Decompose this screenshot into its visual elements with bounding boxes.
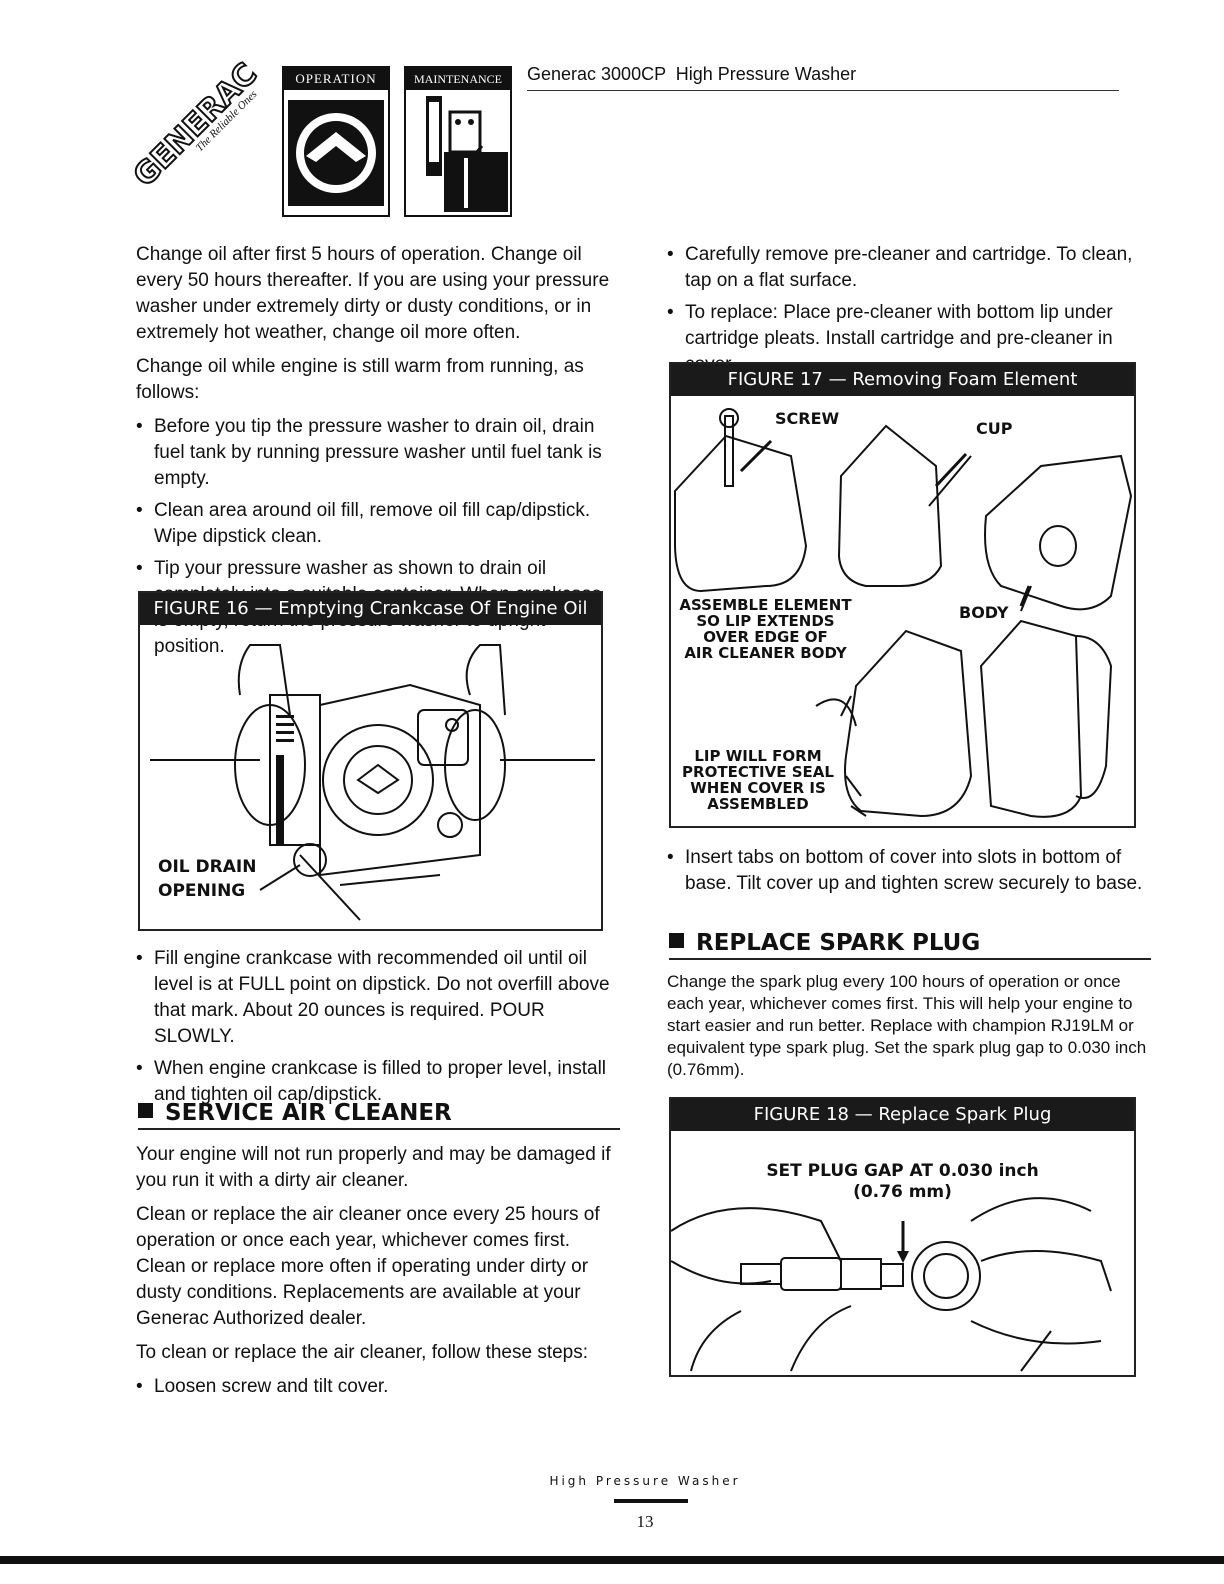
list-item: To replace: Place pre-cleaner with botto… xyxy=(667,300,1153,378)
screw-label: SCREW xyxy=(775,409,840,428)
figure-18-title: FIGURE 18 — Replace Spark Plug xyxy=(671,1099,1134,1131)
label-line: WHEN COVER IS xyxy=(690,779,826,797)
body-label: BODY xyxy=(959,603,1009,622)
operation-tab-label: OPERATION xyxy=(284,68,388,90)
section-service-air-cleaner: SERVICE AIR CLEANER xyxy=(138,1100,620,1130)
right-column: Carefully remove pre-cleaner and cartrid… xyxy=(667,242,1153,384)
list-item: Loosen screw and tilt cover. xyxy=(136,1374,620,1400)
foam-element-illustration xyxy=(674,408,1133,818)
spark-plug-text: Change the spark plug every 100 hours of… xyxy=(667,972,1147,1079)
bottom-border xyxy=(0,1556,1224,1564)
air-cleaner-warning: Your engine will not run properly and ma… xyxy=(136,1144,611,1191)
oil-change-steps-intro: Change oil while engine is still warm fr… xyxy=(136,356,584,403)
header-rule xyxy=(527,90,1119,91)
spark-plug-illustration xyxy=(671,1197,1112,1372)
oil-drain-label-line: OPENING xyxy=(158,881,246,901)
page-number: 13 xyxy=(636,1512,654,1531)
oil-drain-label: OIL DRAIN OPENING xyxy=(158,855,256,903)
air-cleaner-steps-intro: To clean or replace the air cleaner, fol… xyxy=(136,1342,589,1363)
section-bullet-square xyxy=(138,1103,153,1118)
maintenance-tab-label: MAINTENANCE xyxy=(406,68,510,90)
label-line: AIR CLEANER BODY xyxy=(684,644,847,662)
maintenance-icon xyxy=(426,96,508,212)
generac-logo: GENERAC The Reliable Ones xyxy=(126,55,270,200)
cup-label: CUP xyxy=(976,419,1013,438)
label-line: SO LIP EXTENDS xyxy=(696,612,835,630)
list-item: When engine crankcase is filled to prope… xyxy=(136,1056,620,1108)
section-replace-spark-plug: REPLACE SPARK PLUG xyxy=(669,930,1151,960)
oil-drain-label-line: OIL DRAIN xyxy=(158,857,257,877)
label-line: ASSEMBLE ELEMENT xyxy=(679,596,852,614)
section-heading-text: SERVICE AIR CLEANER xyxy=(165,1100,452,1126)
label-line: SET PLUG GAP AT 0.030 inch xyxy=(766,1161,1039,1181)
figure-18: FIGURE 18 — Replace Spark Plug SET PLUG … xyxy=(669,1097,1136,1377)
section-heading-text: REPLACE SPARK PLUG xyxy=(696,930,981,956)
label-line: OVER EDGE OF xyxy=(703,628,828,646)
operation-icon xyxy=(288,100,384,206)
left-column: Change oil after first 5 hours of operat… xyxy=(136,242,620,666)
figure-17: FIGURE 17 — Removing Foam Element SCREW … xyxy=(669,362,1136,828)
list-item: Fill engine crankcase with recommended o… xyxy=(136,946,620,1050)
figure-16-title: FIGURE 16 — Emptying Crankcase Of Engine… xyxy=(140,593,601,625)
label-line: (0.76 mm) xyxy=(853,1182,952,1202)
footer-rule xyxy=(614,1499,688,1503)
maintenance-tab: MAINTENANCE xyxy=(404,66,512,217)
figure-17-title: FIGURE 17 — Removing Foam Element xyxy=(671,364,1134,396)
figure-16: FIGURE 16 — Emptying Crankcase Of Engine… xyxy=(138,591,603,931)
air-cleaner-interval: Clean or replace the air cleaner once ev… xyxy=(136,1204,600,1329)
crankcase-drain-illustration xyxy=(150,644,595,921)
assemble-element-label: ASSEMBLE ELEMENT SO LIP EXTENDS OVER EDG… xyxy=(673,597,858,661)
label-line: ASSEMBLED xyxy=(707,795,809,813)
list-item: Clean area around oil fill, remove oil f… xyxy=(136,498,620,550)
list-item: Insert tabs on bottom of cover into slot… xyxy=(667,845,1153,897)
right-column-continued: Insert tabs on bottom of cover into slot… xyxy=(667,845,1153,903)
page-title: Generac 3000CP High Pressure Washer xyxy=(527,64,857,84)
list-item: Before you tip the pressure washer to dr… xyxy=(136,414,620,492)
logo-wordmark: GENERAC xyxy=(130,60,264,194)
list-item: Carefully remove pre-cleaner and cartrid… xyxy=(667,242,1153,294)
footer-text: High Pressure Washer xyxy=(549,1474,741,1488)
operation-tab: OPERATION xyxy=(282,66,390,217)
plug-gap-label: SET PLUG GAP AT 0.030 inch (0.76 mm) xyxy=(671,1161,1134,1203)
oil-change-intro: Change oil after first 5 hours of operat… xyxy=(136,244,610,343)
label-line: LIP WILL FORM xyxy=(694,747,822,765)
left-column-continued: Fill engine crankcase with recommended o… xyxy=(136,946,620,1114)
lip-seal-label: LIP WILL FORM PROTECTIVE SEAL WHEN COVER… xyxy=(673,748,843,812)
label-line: PROTECTIVE SEAL xyxy=(682,763,834,781)
section-bullet-square xyxy=(669,933,684,948)
air-cleaner-text: Your engine will not run properly and ma… xyxy=(136,1142,620,1406)
